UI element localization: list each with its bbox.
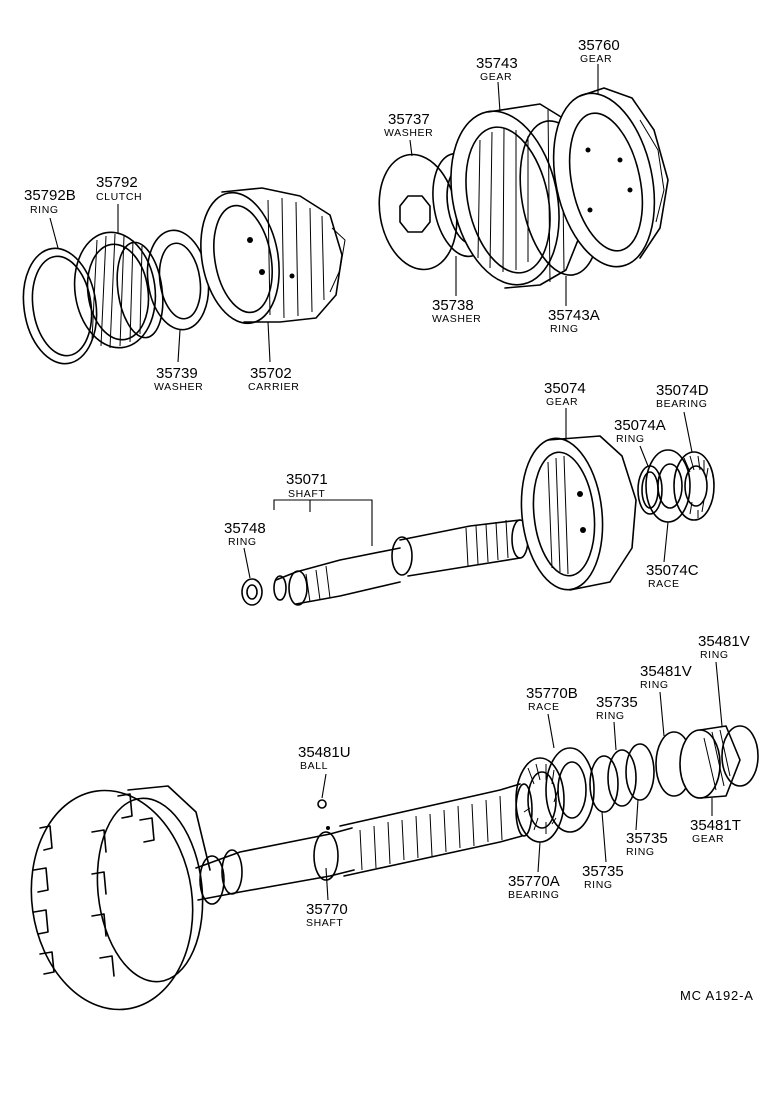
part-name: GEAR — [546, 396, 578, 408]
part-number: 35735 — [626, 830, 668, 847]
part-number: 35702 — [250, 365, 292, 382]
gear-35760-part[interactable] — [539, 84, 669, 276]
carrier-35702-part[interactable] — [191, 186, 346, 329]
part-number: 35074D — [656, 382, 709, 399]
part-number: 35739 — [156, 365, 198, 382]
callout-35481u: 35481U BALL — [298, 744, 351, 772]
part-number: 35770A — [508, 873, 560, 890]
callout-35770b: 35770B RACE — [526, 685, 578, 713]
part-number: 35743A — [548, 307, 600, 324]
callout-35481v-upper: 35481V RING — [698, 633, 750, 661]
callout-35702: 35702 CARRIER — [248, 365, 299, 393]
gear-35481t-part[interactable] — [679, 725, 741, 799]
part-number: 35735 — [596, 694, 638, 711]
ring-35735-set-part[interactable] — [589, 743, 655, 813]
callout-35074c: 35074C RACE — [646, 562, 699, 590]
callout-35735-bottom: 35735 RING — [582, 863, 624, 891]
part-name: RACE — [648, 578, 680, 590]
callout-35792b: 35792B RING — [24, 187, 76, 216]
gear-35074-part[interactable] — [514, 434, 637, 594]
part-number: 35481V — [640, 663, 692, 680]
part-name: RACE — [528, 701, 560, 713]
part-number: 35074C — [646, 562, 699, 579]
part-name: RING — [700, 649, 729, 661]
part-number: 35743 — [476, 55, 518, 72]
part-name: RING — [228, 536, 257, 548]
part-name: BEARING — [508, 889, 559, 901]
part-name: BALL — [300, 760, 328, 772]
part-name: SHAFT — [306, 917, 343, 929]
callout-35743a: 35743A RING — [548, 307, 600, 335]
part-number: 35074A — [614, 417, 666, 434]
callout-35071: 35071 SHAFT — [286, 471, 328, 500]
part-number: 35481V — [698, 633, 750, 650]
drawing-code: MC A192-A — [680, 988, 754, 1003]
race-35074c-part[interactable] — [645, 449, 691, 523]
part-name: SHAFT — [288, 488, 325, 500]
bearing-35074d-part[interactable] — [673, 451, 715, 521]
part-number: 35481T — [690, 817, 741, 834]
callout-35792: 35792 CLUTCH — [96, 174, 142, 203]
part-name: GEAR — [692, 833, 724, 845]
callout-35760: 35760 GEAR — [578, 37, 620, 65]
callout-35074a: 35074A RING — [614, 417, 666, 445]
part-name: CARRIER — [248, 381, 299, 393]
part-name: RING — [596, 710, 625, 722]
part-number: 35792B — [24, 187, 76, 204]
shaft-35071-part[interactable] — [273, 519, 529, 606]
callout-35770a: 35770A BEARING — [508, 873, 560, 901]
part-number: 35738 — [432, 297, 474, 314]
part-name: GEAR — [480, 71, 512, 83]
ring-35748-part[interactable] — [241, 578, 263, 606]
leader-lines — [49, 64, 723, 901]
callout-35735-middle: 35735 RING — [626, 830, 668, 858]
callout-35743: 35743 GEAR — [476, 55, 518, 83]
clutch-35792-part[interactable] — [67, 227, 168, 353]
callout-35770: 35770 SHAFT — [306, 901, 348, 929]
part-number: 35071 — [286, 471, 328, 488]
shaft-35770-part[interactable] — [17, 780, 533, 1020]
part-number: 35481U — [298, 744, 351, 761]
bearing-35770a-part[interactable] — [515, 757, 565, 843]
part-name: WASHER — [154, 381, 203, 393]
part-number: 35735 — [582, 863, 624, 880]
part-number: 35748 — [224, 520, 266, 537]
part-name: RING — [584, 879, 613, 891]
part-name: GEAR — [580, 53, 612, 65]
part-name: RING — [30, 204, 59, 216]
part-name: RING — [550, 323, 579, 335]
part-number: 35737 — [388, 111, 430, 128]
part-name: RING — [626, 846, 655, 858]
part-name: CLUTCH — [96, 191, 142, 203]
ball-35481u-part[interactable] — [317, 799, 327, 809]
callout-35737: 35737 WASHER — [384, 111, 433, 139]
race-35770b-part[interactable] — [545, 747, 595, 833]
part-name: RING — [616, 433, 645, 445]
callout-35481t: 35481T GEAR — [690, 817, 741, 845]
part-name: RING — [640, 679, 669, 691]
callout-35074: 35074 GEAR — [544, 380, 586, 408]
part-number: 35770 — [306, 901, 348, 918]
part-name: WASHER — [384, 127, 433, 139]
callout-35739: 35739 WASHER — [154, 365, 203, 393]
callout-35481v-lower: 35481V RING — [640, 663, 692, 691]
callout-35735-top: 35735 RING — [596, 694, 638, 722]
part-name: WASHER — [432, 313, 481, 325]
callout-35074d: 35074D BEARING — [656, 382, 709, 410]
ring-35792b-part[interactable] — [16, 244, 103, 369]
callout-35738: 35738 WASHER — [432, 297, 481, 325]
part-number: 35760 — [578, 37, 620, 54]
part-number: 35770B — [526, 685, 578, 702]
part-number: 35074 — [544, 380, 586, 397]
callout-35748: 35748 RING — [224, 520, 266, 548]
part-number: 35792 — [96, 174, 138, 191]
part-name: BEARING — [656, 398, 707, 410]
